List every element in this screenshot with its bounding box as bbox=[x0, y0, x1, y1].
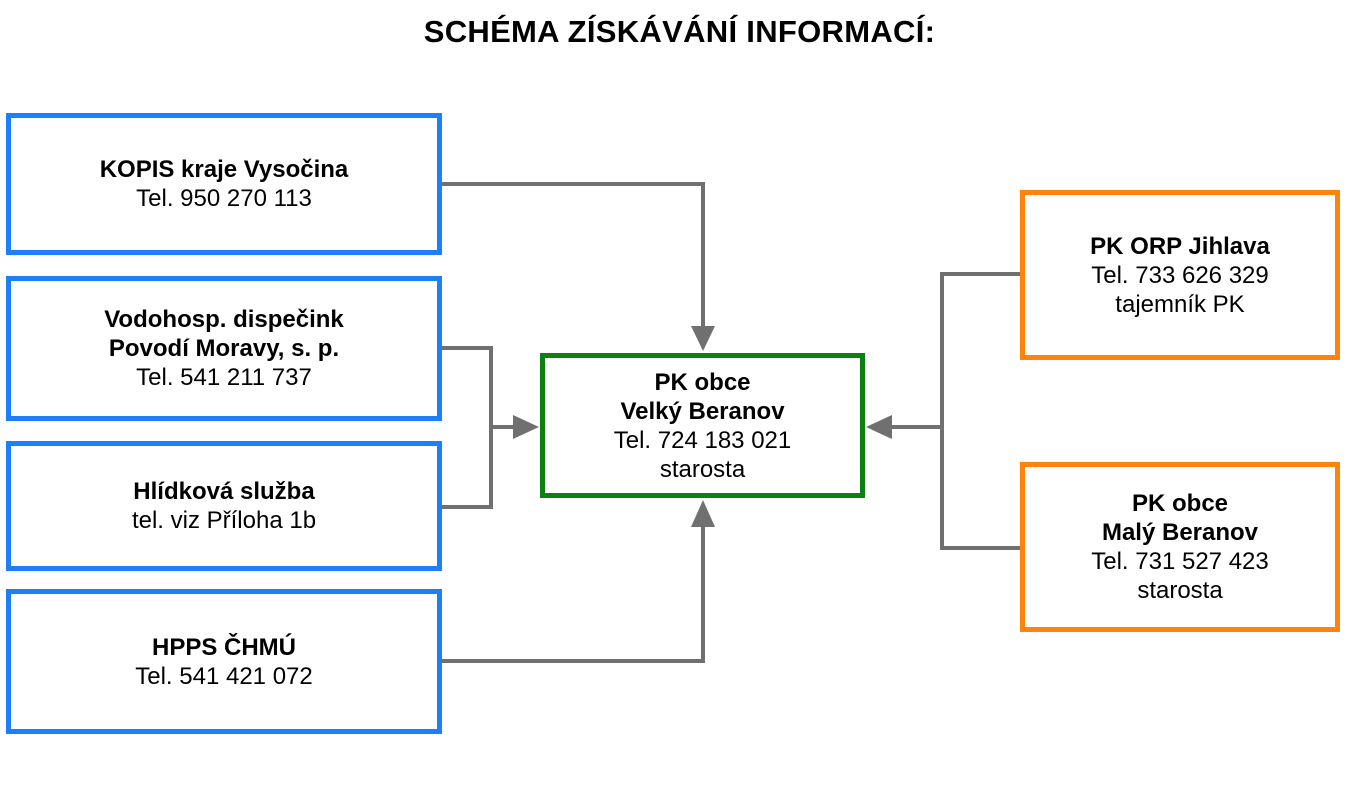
connector-kopis bbox=[442, 182, 705, 328]
node-kopis-name: KOPIS kraje Vysočina bbox=[99, 156, 349, 183]
node-vodohosp-name-line2: Povodí Moravy, s. p. bbox=[108, 335, 340, 362]
node-center: PK obce Velký Beranov Tel. 724 183 021 s… bbox=[540, 353, 865, 498]
node-center-name-line2: Velký Beranov bbox=[620, 397, 785, 425]
node-center-phone: Tel. 724 183 021 bbox=[613, 426, 792, 454]
node-orp-name: PK ORP Jihlava bbox=[1090, 232, 1270, 260]
node-hpps-phone: Tel. 541 421 072 bbox=[135, 662, 313, 690]
arrow-left-icon bbox=[866, 415, 892, 439]
node-maly-phone: Tel. 731 527 423 bbox=[1091, 548, 1269, 575]
node-hpps: HPPS ČHMÚ Tel. 541 421 072 bbox=[6, 589, 442, 734]
node-orp: PK ORP Jihlava Tel. 733 626 329 tajemník… bbox=[1020, 190, 1340, 360]
node-center-name-line1: PK obce bbox=[654, 368, 751, 396]
node-maly-role: starosta bbox=[1137, 577, 1223, 604]
node-kopis-phone: Tel. 950 270 113 bbox=[136, 185, 312, 212]
node-orp-phone: Tel. 733 626 329 bbox=[1091, 261, 1269, 289]
node-vodohosp-phone: Tel. 541 211 737 bbox=[136, 364, 312, 391]
node-kopis: KOPIS kraje Vysočina Tel. 950 270 113 bbox=[6, 113, 442, 255]
node-maly: PK obce Malý Beranov Tel. 731 527 423 st… bbox=[1020, 462, 1340, 632]
node-orp-role: tajemník PK bbox=[1115, 290, 1245, 318]
connector-vodohosp bbox=[442, 346, 493, 509]
node-vodohosp-name-line1: Vodohosp. dispečink bbox=[104, 306, 344, 333]
node-hlidkova: Hlídková služba tel. viz Příloha 1b bbox=[6, 441, 442, 571]
connector-hpps bbox=[442, 525, 705, 663]
arrow-right-icon bbox=[513, 415, 539, 439]
node-hlidkova-phone: tel. viz Příloha 1b bbox=[131, 507, 317, 534]
diagram-title: SCHÉMA ZÍSKÁVÁNÍ INFORMACÍ: bbox=[423, 14, 936, 49]
node-maly-name-line2: Malý Beranov bbox=[1101, 519, 1259, 546]
node-vodohosp: Vodohosp. dispečink Povodí Moravy, s. p.… bbox=[6, 276, 442, 421]
node-hlidkova-name: Hlídková služba bbox=[133, 478, 315, 505]
connector-orp bbox=[940, 272, 1020, 550]
node-maly-name-line1: PK obce bbox=[1131, 490, 1229, 517]
node-center-role: starosta bbox=[659, 455, 746, 483]
node-hpps-name: HPPS ČHMÚ bbox=[151, 633, 296, 661]
arrow-up-icon bbox=[691, 500, 715, 527]
arrow-down-icon bbox=[691, 326, 715, 351]
